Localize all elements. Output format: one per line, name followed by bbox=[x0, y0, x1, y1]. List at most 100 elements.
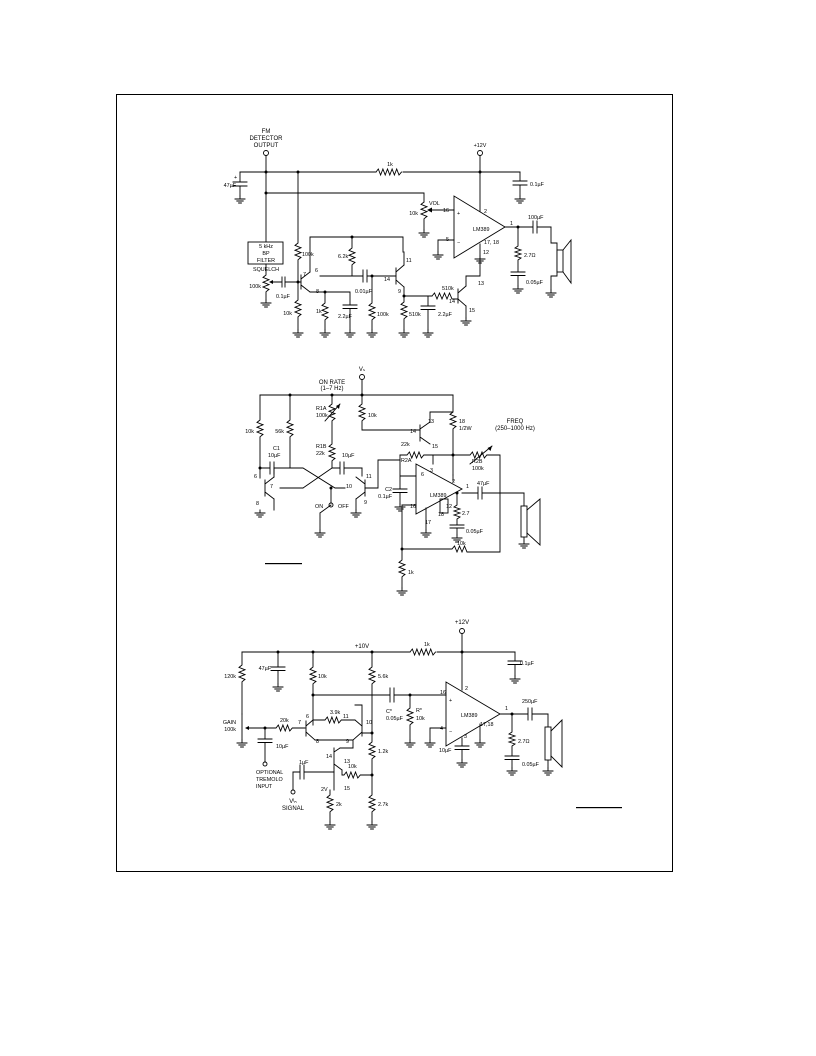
svg-text:3: 3 bbox=[464, 734, 467, 740]
svg-text:LM389: LM389 bbox=[430, 493, 446, 499]
lm389-amp bbox=[453, 195, 506, 259]
svg-text:16: 16 bbox=[410, 504, 416, 510]
svg-text:2: 2 bbox=[452, 479, 455, 485]
svg-text:18: 18 bbox=[438, 512, 444, 518]
svg-text:R1B: R1B bbox=[316, 444, 327, 450]
svg-text:−: − bbox=[449, 729, 452, 735]
svg-text:8: 8 bbox=[256, 501, 259, 507]
svg-text:10k: 10k bbox=[283, 311, 292, 317]
figure-frame bbox=[116, 94, 673, 872]
svg-text:120k: 120k bbox=[224, 674, 236, 680]
svg-text:10: 10 bbox=[346, 484, 352, 490]
transistor-q3 bbox=[457, 285, 467, 307]
svg-text:100µF: 100µF bbox=[528, 215, 544, 221]
svg-text:+12V: +12V bbox=[455, 620, 469, 626]
svg-text:OFF: OFF bbox=[338, 504, 349, 510]
svg-text:C*: C* bbox=[386, 709, 393, 715]
svg-text:10k: 10k bbox=[318, 674, 327, 680]
svg-text:17: 17 bbox=[425, 520, 431, 526]
svg-text:TREMOLO: TREMOLO bbox=[256, 777, 283, 783]
svg-text:0.05µF: 0.05µF bbox=[386, 716, 404, 722]
svg-text:13: 13 bbox=[344, 759, 350, 765]
circuit-squelch-amplifier: FM DETECTOR OUTPUT 1k 47µF + +12V 0.1µF … bbox=[224, 129, 572, 338]
svg-text:10k: 10k bbox=[416, 716, 425, 722]
svg-text:17,18: 17,18 bbox=[480, 722, 494, 728]
svg-text:LM389: LM389 bbox=[473, 227, 489, 233]
svg-text:16: 16 bbox=[443, 208, 449, 214]
svg-text:6: 6 bbox=[306, 714, 309, 720]
svg-text:ON: ON bbox=[315, 504, 323, 510]
svg-text:0.1µF: 0.1µF bbox=[530, 182, 545, 188]
svg-text:(1–7 Hz): (1–7 Hz) bbox=[320, 386, 343, 392]
svg-text:SIGNAL: SIGNAL bbox=[282, 806, 305, 812]
svg-text:4: 4 bbox=[440, 726, 443, 732]
svg-text:10µF: 10µF bbox=[342, 453, 355, 459]
svg-text:0.1µF: 0.1µF bbox=[378, 494, 393, 500]
svg-text:6: 6 bbox=[315, 268, 318, 274]
svg-text:100k: 100k bbox=[249, 284, 261, 290]
svg-text:12: 12 bbox=[446, 504, 452, 510]
svg-text:13: 13 bbox=[428, 419, 434, 425]
svg-text:Vᴵₙ: Vᴵₙ bbox=[289, 798, 297, 805]
svg-text:17, 18: 17, 18 bbox=[484, 240, 499, 246]
cap-47uf bbox=[232, 171, 248, 197]
svg-text:+: + bbox=[449, 698, 452, 704]
lm389-amp-2 bbox=[415, 463, 463, 515]
svg-text:LM389: LM389 bbox=[461, 713, 477, 719]
svg-text:0.1µF: 0.1µF bbox=[276, 294, 291, 300]
svg-text:GAIN: GAIN bbox=[223, 720, 236, 726]
svg-text:1k: 1k bbox=[408, 570, 414, 576]
svg-text:1: 1 bbox=[505, 706, 508, 712]
svg-text:510k: 510k bbox=[409, 312, 421, 318]
svg-text:0.1µF: 0.1µF bbox=[520, 661, 535, 667]
svg-text:C2: C2 bbox=[385, 487, 392, 493]
svg-text:15: 15 bbox=[469, 308, 475, 314]
svg-text:2.2µF: 2.2µF bbox=[438, 312, 453, 318]
svg-text:47µF: 47µF bbox=[224, 183, 237, 189]
svg-text:+: + bbox=[457, 211, 460, 217]
svg-text:(250–1000 Hz): (250–1000 Hz) bbox=[495, 426, 535, 432]
svg-text:14: 14 bbox=[449, 299, 455, 305]
svg-text:R1A: R1A bbox=[316, 406, 327, 412]
svg-text:100k: 100k bbox=[316, 413, 328, 419]
transistor-t10b bbox=[352, 719, 363, 741]
svg-text:510k: 510k bbox=[442, 286, 454, 292]
svg-text:11: 11 bbox=[366, 474, 372, 480]
svg-text:15: 15 bbox=[432, 444, 438, 450]
svg-text:1/2W: 1/2W bbox=[459, 426, 472, 432]
svg-text:6: 6 bbox=[421, 472, 424, 478]
svg-text:1k: 1k bbox=[424, 642, 430, 648]
svg-text:10: 10 bbox=[366, 720, 372, 726]
svg-text:250µF: 250µF bbox=[522, 699, 538, 705]
svg-text:14: 14 bbox=[410, 429, 416, 435]
svg-text:FM: FM bbox=[262, 129, 271, 135]
svg-text:47µF: 47µF bbox=[477, 481, 490, 487]
svg-text:6: 6 bbox=[254, 474, 257, 480]
svg-text:Vₛ: Vₛ bbox=[359, 367, 365, 373]
svg-text:100k: 100k bbox=[472, 466, 484, 472]
transistor-q1 bbox=[300, 271, 311, 293]
svg-text:11: 11 bbox=[343, 714, 349, 720]
svg-text:+10V: +10V bbox=[355, 644, 369, 650]
svg-text:0.05µF: 0.05µF bbox=[466, 529, 484, 535]
svg-text:1: 1 bbox=[466, 484, 469, 490]
svg-text:0.05µF: 0.05µF bbox=[526, 280, 544, 286]
svg-text:100k: 100k bbox=[224, 727, 236, 733]
svg-text:1: 1 bbox=[510, 221, 513, 227]
lm389-amp-3 bbox=[445, 681, 501, 747]
svg-text:18: 18 bbox=[459, 419, 465, 425]
speaker bbox=[550, 226, 558, 291]
svg-text:OPTIONAL: OPTIONAL bbox=[256, 770, 283, 776]
transistor-t10 bbox=[355, 476, 366, 500]
svg-text:2.7Ω: 2.7Ω bbox=[518, 739, 530, 745]
svg-text:100k: 100k bbox=[302, 252, 314, 258]
svg-text:−: − bbox=[457, 240, 460, 246]
svg-text:5.6k: 5.6k bbox=[378, 674, 388, 680]
svg-text:ON RATE: ON RATE bbox=[319, 380, 345, 386]
transistor-q2 bbox=[395, 264, 405, 288]
svg-text:22k: 22k bbox=[401, 442, 410, 448]
svg-text:2V: 2V bbox=[321, 787, 328, 793]
svg-text:0.01µF: 0.01µF bbox=[355, 289, 373, 295]
resistor-1k bbox=[375, 167, 403, 177]
svg-text:2: 2 bbox=[465, 686, 468, 692]
